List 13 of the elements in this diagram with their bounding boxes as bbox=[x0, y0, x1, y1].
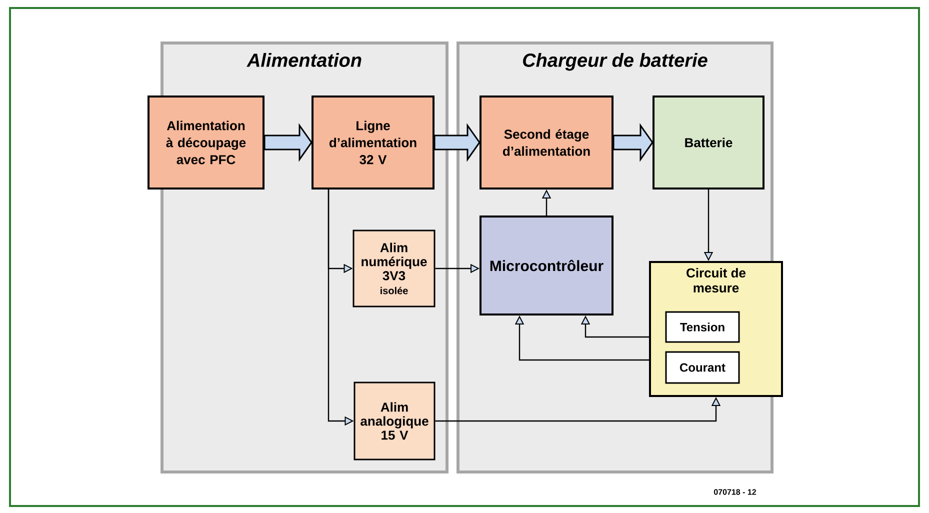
block-box: Alim analogique 15 V bbox=[354, 382, 436, 460]
block-arrow bbox=[612, 123, 654, 162]
block-arrow bbox=[434, 123, 480, 162]
block-box: Alimentation à découpage avec PFC bbox=[148, 96, 264, 190]
block-box: Alim numérique 3V3 isolée bbox=[352, 230, 436, 308]
inner-box: Courant bbox=[665, 351, 740, 384]
figure-number: 070718 - 12 bbox=[714, 489, 756, 495]
block-box: Batterie bbox=[652, 96, 764, 190]
block-box: Microcontrôleur bbox=[480, 216, 614, 316]
block-box: Ligne d’alimentation 32 V bbox=[312, 96, 434, 190]
block-box: Second étage d’alimentation bbox=[480, 96, 614, 190]
inner-box: Tension bbox=[665, 311, 740, 343]
block-arrow bbox=[264, 123, 312, 162]
